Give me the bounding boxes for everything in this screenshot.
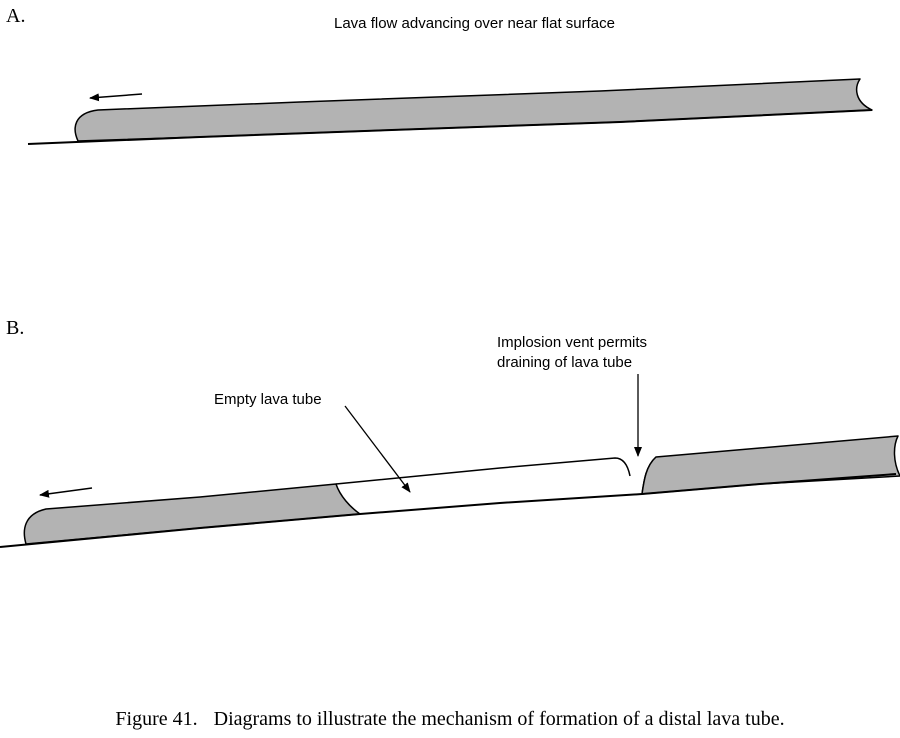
panel-b-label: B. [6,317,25,339]
figure-caption: Figure 41. Diagrams to illustrate the mec… [0,708,900,731]
empty-lava-tube-annotation-line: Empty lava tube [214,391,322,408]
empty-lava-tube-roof [335,457,631,485]
figure-number: Figure 41. [115,708,198,730]
panel-a-lava-flow [74,78,873,142]
panel-a-flow-annotation: Lava flow advancing over near flat surfa… [334,14,615,34]
panel-b-flow-direction-arrow [39,487,93,498]
panel-a-ground-surface [27,109,873,145]
panel-a-flow-annotation-line: Lava flow advancing over near flat surfa… [334,15,615,32]
empty-lava-tube-leader-arrow [344,405,411,493]
implosion-vent-annotation-line-2: draining of lava tube [497,354,633,371]
panel-b-ground-surface [0,473,897,548]
implosion-vent-annotation: Implosion vent permits draining of lava … [497,333,647,373]
panel-b-lava-flow-front [23,483,361,545]
panel-a-flow-direction-arrow [89,93,143,102]
panel-a-label: A. [6,5,26,27]
implosion-vent-annotation-line-1: Implosion vent permits [497,334,648,351]
figure-caption-text: Diagrams to illustrate the mechanism of … [213,708,785,730]
empty-lava-tube-annotation: Empty lava tube [214,390,322,410]
panel-b-lava-upstream [641,435,900,495]
